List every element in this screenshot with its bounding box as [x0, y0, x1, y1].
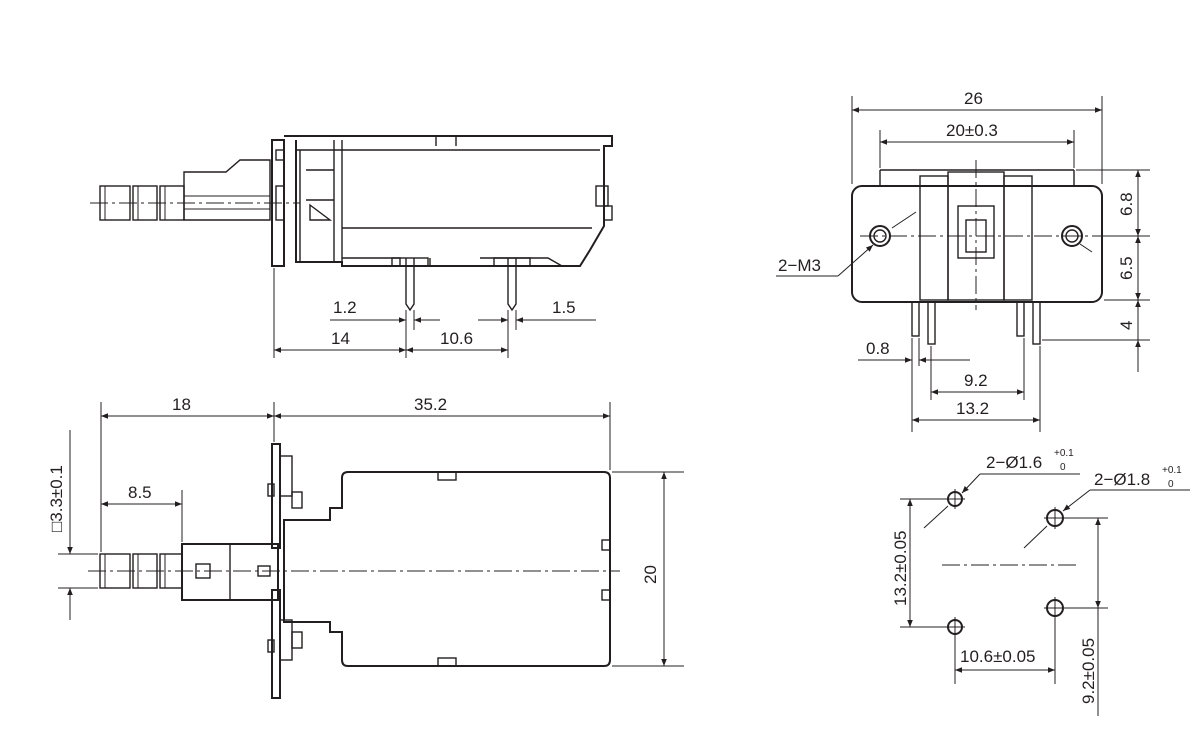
pcb-layout: 13.2±0.05 10.6±0.05 9.2±0.05 2−Ø1.6 +0.1… — [891, 448, 1190, 716]
dim-horizontal-span: 10.6±0.05 — [960, 647, 1036, 666]
dim-right-span: 9.2±0.05 — [1079, 638, 1098, 704]
hole-label-b-tol-lower: 0 — [1168, 479, 1174, 490]
dim-pin-pitch: 10.6 — [440, 329, 473, 348]
top-view-body — [283, 471, 611, 667]
dim-body-length: 35.2 — [414, 395, 447, 414]
dim-pin-width-right: 1.5 — [552, 298, 576, 317]
side-view-pins — [391, 257, 531, 312]
hole-label-a-tol-lower: 0 — [1060, 462, 1066, 473]
front-view-dimensions: 26 20±0.3 6.8 6.5 4 0.8 9.2 13.2 2−M3 — [776, 89, 1150, 432]
hole-label-b-tol-upper: +0.1 — [1162, 465, 1182, 476]
front-view-pins — [911, 301, 1041, 345]
dim-vertical-span: 13.2±0.05 — [891, 530, 910, 606]
hole-label-a-tol-upper: +0.1 — [1054, 448, 1074, 459]
dim-height-1: 6.8 — [1117, 192, 1136, 216]
side-view-housing — [271, 135, 613, 267]
hole-label-b: 2−Ø1.8 +0.1 0 — [1094, 465, 1182, 490]
front-view: 26 20±0.3 6.8 6.5 4 0.8 9.2 13.2 2−M3 — [776, 89, 1150, 432]
dim-hole-spacing: 20±0.3 — [946, 121, 998, 140]
hole-label-a-main: 2−Ø1.6 — [986, 453, 1042, 472]
dim-height-3: 4 — [1117, 321, 1136, 330]
top-view-button — [99, 543, 279, 601]
side-view-button — [99, 159, 271, 221]
dim-pin-thickness: 0.8 — [866, 339, 890, 358]
thread-label: 2−M3 — [778, 256, 821, 275]
dim-knob-length: 8.5 — [128, 483, 152, 502]
side-view: 1.2 1.5 14 10.6 — [90, 135, 613, 358]
dim-body-width: 20 — [641, 565, 660, 584]
dim-button-length: 18 — [172, 395, 191, 414]
top-view: 18 35.2 8.5 20 □3.3±0.1 — [47, 395, 684, 699]
dim-pin-position: 14 — [331, 329, 350, 348]
pcb-holes — [945, 489, 1066, 637]
hole-label-a: 2−Ø1.6 +0.1 0 — [986, 448, 1074, 473]
dim-pin-span-b: 13.2 — [956, 399, 989, 418]
side-view-dimensions: 1.2 1.5 14 10.6 — [273, 268, 596, 358]
dim-pin-span-a: 9.2 — [964, 371, 988, 390]
dim-stem-square: □3.3±0.1 — [47, 465, 66, 532]
top-view-dimensions: 18 35.2 8.5 20 □3.3±0.1 — [47, 395, 684, 667]
dim-pin-width-left: 1.2 — [333, 298, 357, 317]
dim-overall-width: 26 — [964, 89, 983, 108]
top-view-brackets — [267, 443, 303, 699]
dim-height-2: 6.5 — [1117, 256, 1136, 280]
hole-label-b-main: 2−Ø1.8 — [1094, 470, 1150, 489]
pcb-dimensions: 13.2±0.05 10.6±0.05 9.2±0.05 — [891, 473, 1190, 716]
